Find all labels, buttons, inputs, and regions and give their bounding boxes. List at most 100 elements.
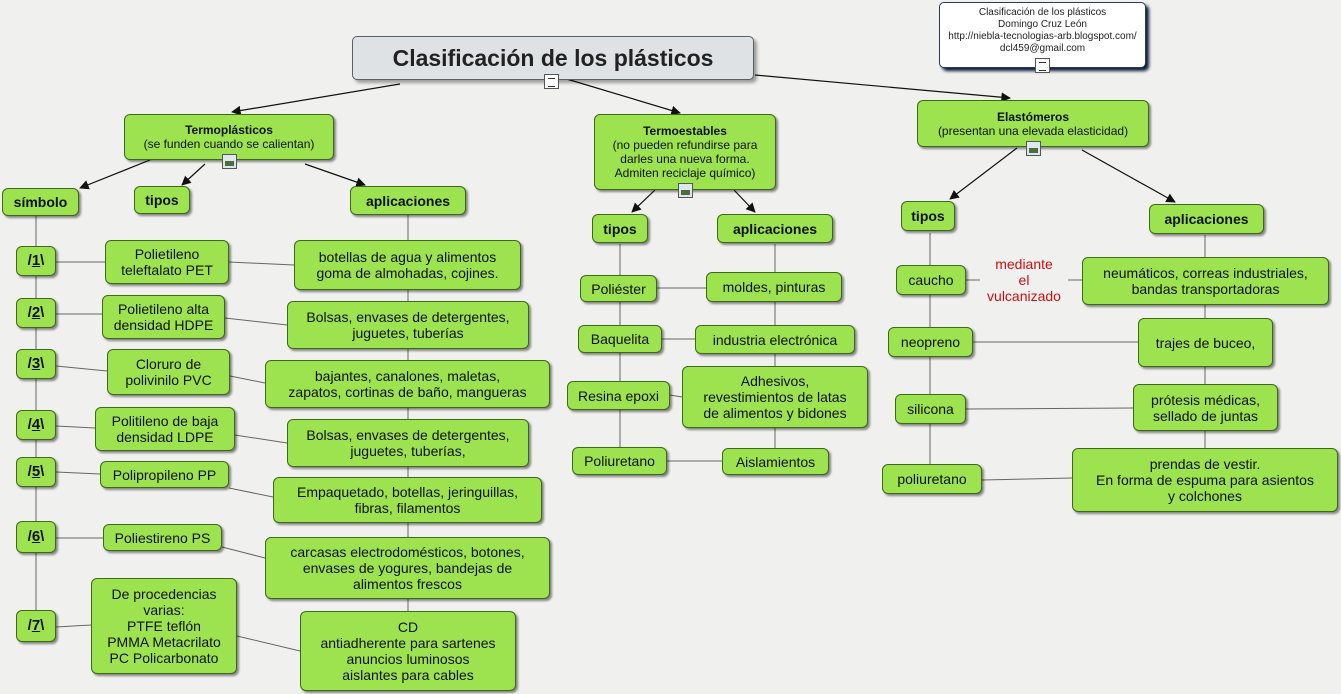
note-line: mediante: [995, 256, 1053, 272]
termoplasticos-node: Termoplásticos (se funden cuando se cali…: [124, 114, 334, 160]
aplicacion-line: trajes de buceo,: [1155, 334, 1256, 351]
aplicacion-line: fibras, filamentos: [354, 500, 461, 516]
tipo-line: densidad HDPE: [113, 317, 214, 333]
termoest-aplicaciones-node: aplicaciones: [717, 214, 833, 243]
aplicacion-caucho: neumáticos, correas industriales, bandas…: [1082, 257, 1329, 305]
recycling-symbol-2: /2\: [16, 298, 56, 328]
symbol-number: 6: [31, 528, 41, 545]
tipo-label: caucho: [908, 272, 954, 288]
simbolo-label: símbolo: [13, 194, 68, 210]
note-line: vulcanizado: [987, 288, 1061, 304]
aplicacion-line: Empaquetado, botellas, jeringuillas,: [296, 484, 519, 500]
main-title-text: Clasificación de los plásticos: [392, 44, 714, 71]
aplicacion-line: envases de yogures, bandejas de: [302, 560, 513, 576]
aplicacion-line: En forma de espuma para asientos: [1096, 472, 1314, 488]
tipo-line: polivinilo PVC: [125, 372, 212, 388]
info-url[interactable]: http://niebla-tecnologias-arb.blogspot.c…: [948, 31, 1137, 42]
symbol-number: 7: [31, 617, 41, 634]
elast-aplicaciones-node: aplicaciones: [1149, 204, 1264, 234]
elast-tipos-node: tipos: [901, 201, 955, 231]
tipo-label: poliuretano: [897, 471, 967, 487]
tipo-poliuretano: Poliuretano: [572, 447, 667, 475]
aplicacion-line: carcasas electrodomésticos, botones,: [290, 544, 525, 560]
tipo-line: Polietileno alta: [117, 301, 210, 317]
termo-tipos-label: tipos: [145, 192, 179, 208]
aplicacion-poliuretano-elast: prendas de vestir. En forma de espuma pa…: [1072, 448, 1338, 512]
symbol-number: 3: [31, 355, 41, 372]
main-title: Clasificación de los plásticos: [352, 36, 754, 80]
aplicacion-line: bajantes, canalones, maletas,: [314, 368, 501, 384]
elast-aplicaciones-label: aplicaciones: [1164, 211, 1249, 227]
termoest-tipos-label: tipos: [603, 220, 637, 237]
image-icon[interactable]: [1026, 141, 1041, 156]
aplicacion-line: prótesis médicas,: [1151, 391, 1260, 408]
recycling-symbol-7: /7\: [16, 610, 56, 642]
tipo-line: varias:: [143, 602, 185, 618]
info-email[interactable]: dcl459@gmail.com: [999, 43, 1086, 54]
termo-tipos-node: tipos: [134, 186, 190, 214]
termoestables-subtitle-line: Admiten reciclaje químico): [614, 166, 756, 180]
tipo-silicona: silicona: [895, 394, 966, 424]
tipo-label: neopreno: [900, 334, 961, 350]
termoestables-subtitle-line: darles una nueva forma.: [620, 152, 750, 166]
aplicacion-pvc: bajantes, canalones, maletas, zapatos, c…: [265, 360, 550, 408]
tipo-line: densidad LDPE: [116, 429, 214, 445]
symbol-number: 1: [31, 252, 41, 269]
tipo-ps: Poliestireno PS: [103, 524, 222, 551]
symbol-number: 4: [31, 416, 41, 433]
tipo-line: Polipropileno PP: [112, 466, 217, 483]
aplicacion-line: moldes, pinturas: [722, 279, 826, 295]
termoestables-title: Termoestables: [643, 124, 727, 138]
elastomeros-title: Elastómeros: [996, 109, 1070, 124]
symbol-number: 2: [31, 304, 41, 321]
tipo-varias: De procedencias varias: PTFE teflón PMMA…: [91, 578, 237, 674]
aplicacion-line: sellado de juntas: [1152, 407, 1259, 424]
elast-tipos-label: tipos: [911, 208, 945, 224]
author-info-box: Clasificación de los plásticos Domingo C…: [939, 2, 1146, 68]
tipo-line: PC Policarbonato: [109, 650, 219, 666]
aplicacion-line: prendas de vestir.: [1149, 456, 1261, 472]
tipo-label: Poliuretano: [584, 453, 655, 469]
tipo-line: Poliestireno PS: [114, 529, 211, 546]
aplicacion-line: Adhesivos,: [740, 373, 810, 389]
aplicacion-line: Bolsas, envases de detergentes,: [306, 427, 510, 443]
tipo-ldpe: Politileno de baja densidad LDPE: [95, 407, 235, 451]
aplicacion-line: goma de almohadas, cojines.: [316, 265, 499, 281]
aplicacion-silicona: prótesis médicas, sellado de juntas: [1133, 384, 1278, 431]
recycling-symbol-3: /3\: [16, 349, 56, 379]
aplicacion-ldpe: Bolsas, envases de detergentes, juguetes…: [287, 419, 529, 467]
diagram-link-icon[interactable]: [544, 74, 559, 89]
aplicacion-line: neumáticos, correas industriales,: [1103, 265, 1308, 281]
tipo-poliester: Poliéster: [580, 275, 657, 302]
tipo-label: Resina epoxi: [578, 387, 659, 404]
tipo-poliuretano-elast: poliuretano: [882, 464, 982, 494]
elastomeros-subtitle: (presentan una elevada elasticidad): [937, 123, 1129, 138]
aplicacion-line: botellas de agua y alimentos: [318, 249, 497, 265]
tipo-pvc: Cloruro de polivinilo PVC: [107, 349, 230, 395]
recycling-symbol-4: /4\: [16, 410, 56, 440]
aplicacion-line: industria electrónica: [712, 331, 838, 348]
aplicacion-poliuretano: Aislamientos: [722, 448, 829, 475]
tipo-pet: Polietileno teleftalato PET: [105, 240, 229, 284]
aplicacion-line: anuncios luminosos: [346, 651, 470, 667]
symbol-number: 5: [31, 463, 41, 480]
termo-aplicaciones-node: aplicaciones: [350, 186, 466, 215]
termo-aplicaciones-label: aplicaciones: [365, 192, 451, 209]
aplicacion-line: Aislamientos: [735, 453, 816, 470]
aplicacion-line: juguetes, tuberías: [352, 325, 464, 341]
simbolo-node: símbolo: [2, 188, 79, 216]
aplicacion-line: zapatos, cortinas de baño, mangueras: [288, 384, 527, 400]
tipo-label: silicona: [907, 401, 954, 417]
info-note-icon[interactable]: [1035, 58, 1050, 73]
tipo-neopreno: neopreno: [888, 327, 973, 357]
aplicacion-line: alimentos frescos: [353, 576, 462, 592]
aplicacion-varias: CD antiadherente para sartenes anuncios …: [300, 611, 516, 691]
aplicacion-line: juguetes, tuberías,: [350, 443, 466, 459]
termoplasticos-title: Termoplásticos: [185, 123, 273, 137]
aplicacion-line: CD: [397, 619, 419, 635]
image-icon[interactable]: [222, 154, 237, 169]
image-icon[interactable]: [678, 183, 693, 198]
aplicacion-baquelita: industria electrónica: [695, 325, 855, 354]
tipo-baquelita: Baquelita: [578, 325, 662, 353]
tipo-line: PTFE teflón: [127, 618, 201, 634]
